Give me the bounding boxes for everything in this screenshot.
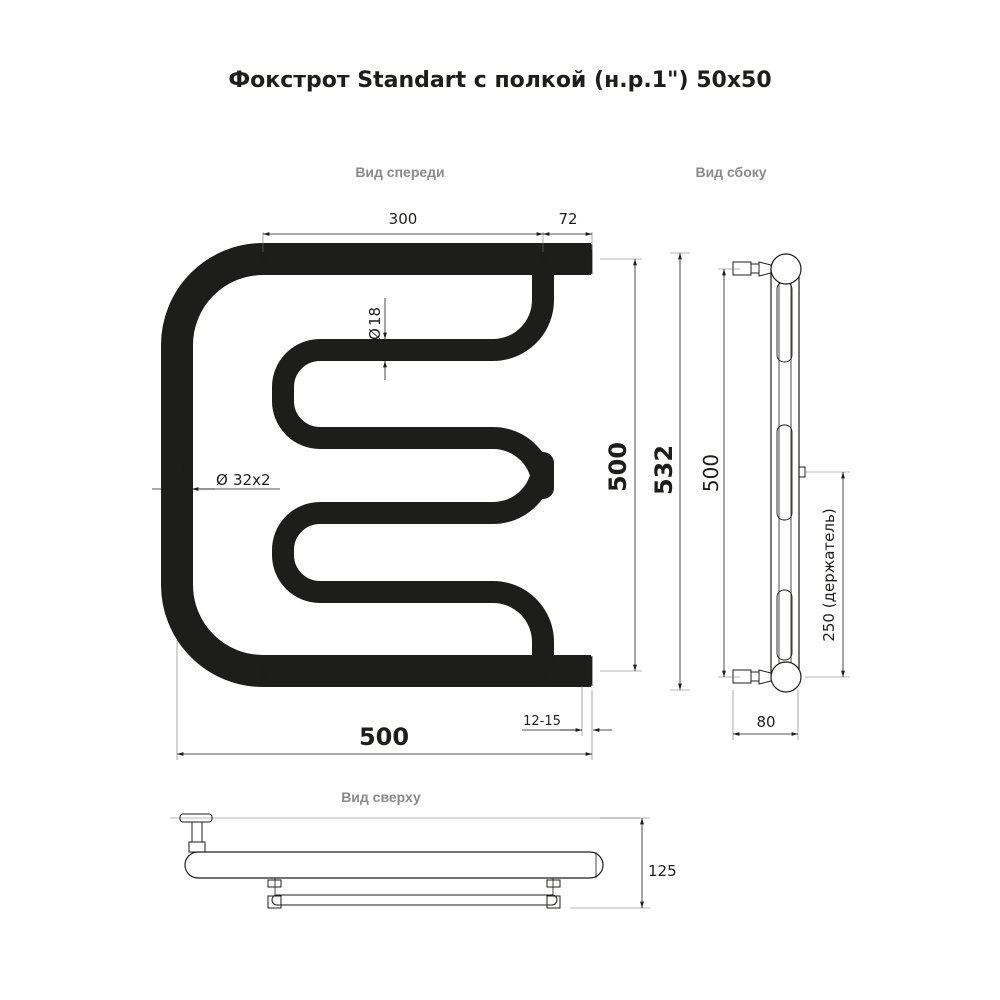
side-height-value: 500 — [699, 454, 723, 492]
height-centers-value: 500 — [604, 442, 632, 492]
shelf-rail-bottom — [258, 663, 548, 682]
side-view: 500 250 (держатель) 80 — [699, 253, 850, 740]
dim-overhang: 72 — [543, 210, 593, 250]
shelf-rail-top — [258, 254, 548, 267]
width-value: 500 — [359, 723, 409, 751]
serpentine-pipe — [272, 268, 554, 668]
side-depth-value: 80 — [756, 713, 775, 731]
front-view: 300 72 Ø 18 Ø 32x2 5 — [152, 210, 690, 760]
top-view-label: Вид сверху — [341, 789, 421, 805]
product-title: Фокстрот Standart с полкой (н.р.1") 50x5… — [228, 68, 771, 93]
wall-gap-value: 12-15 — [523, 714, 561, 729]
overhang-value: 72 — [558, 210, 577, 228]
front-view-label: Вид спереди — [355, 164, 444, 180]
side-view-label: Вид сбоку — [695, 164, 766, 180]
diameter-symbol-2: Ø — [216, 471, 228, 489]
side-connector-top — [732, 261, 772, 277]
shelf-length-value: 300 — [389, 210, 418, 228]
holder-value: 250 (держатель) — [820, 508, 838, 641]
pipe-diameter-value: 18 — [366, 307, 384, 326]
dim-main-pipe: Ø 32x2 — [152, 465, 280, 491]
main-pipe-value: 32x2 — [233, 471, 271, 489]
dim-height-centers: 500 — [600, 258, 642, 672]
dim-wall-gap: 12-15 — [522, 686, 612, 736]
main-pipe — [161, 243, 593, 687]
top-depth-value: 125 — [648, 862, 677, 880]
dim-width: 500 — [176, 640, 593, 760]
top-view: 125 — [170, 813, 677, 909]
side-connector-bottom — [732, 669, 772, 685]
dim-height-total: 532 — [650, 252, 690, 691]
diameter-symbol: Ø — [366, 328, 384, 340]
dim-pipe-diameter: Ø 18 — [366, 298, 387, 380]
height-total-value: 532 — [650, 445, 678, 495]
